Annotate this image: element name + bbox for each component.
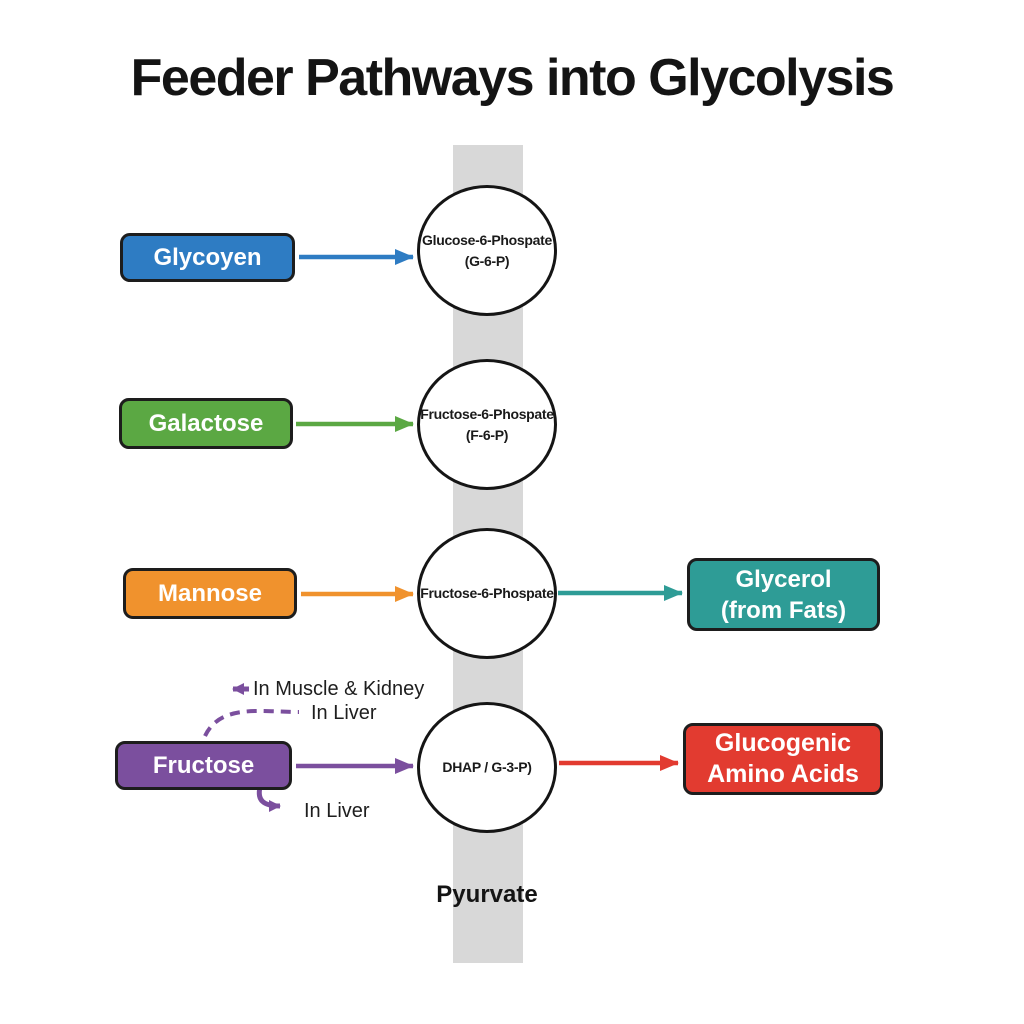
pathway-node-sublabel: (G-6-P) xyxy=(464,252,510,269)
node-glycerol-sublabel: (from Fats) xyxy=(720,596,847,624)
dashed-curve-in-liver xyxy=(203,708,300,737)
pathway-node-f6p-2: Fructose-6-Phospate xyxy=(417,528,557,659)
pathway-node-label: Glucose-6-Phospate xyxy=(422,231,552,248)
pathway-node-label: Fructose-6-Phospate xyxy=(420,585,554,601)
pathway-node-sublabel: (F-6-P) xyxy=(465,426,509,443)
node-glycerol-label: Glycerol xyxy=(735,565,832,593)
node-glycogen-label: Glycoyen xyxy=(153,243,262,271)
node-galactose-label: Galactose xyxy=(148,409,264,437)
pathway-node-dhap-g3p: DHAP / G-3-P) xyxy=(417,702,557,833)
pathway-node-g6p: Glucose-6-Phospate (G-6-P) xyxy=(417,185,557,316)
node-fructose: Fructose xyxy=(115,741,292,790)
pyruvate-label: Pyurvate xyxy=(436,881,538,908)
annotation-in-liver-top: In Liver xyxy=(311,702,377,724)
node-glycogen: Glycoyen xyxy=(120,233,295,282)
node-amino-sublabel: Amino Acids xyxy=(707,760,859,788)
node-mannose-label: Mannose xyxy=(157,579,262,607)
node-fructose-label: Fructose xyxy=(152,751,255,779)
node-amino-label: Glucogenic xyxy=(714,729,852,757)
pathway-node-f6p: Fructose-6-Phospate (F-6-P) xyxy=(417,359,557,490)
pathway-node-label: DHAP / G-3-P) xyxy=(442,759,532,775)
annotation-in-liver-bottom: In Liver xyxy=(304,800,370,822)
node-mannose: Mannose xyxy=(123,568,297,619)
node-glycerol: Glycerol (from Fats) xyxy=(687,558,880,631)
node-galactose: Galactose xyxy=(119,398,293,449)
diagram-title: Feeder Pathways into Glycolysis xyxy=(130,49,895,107)
annotation-in-muscle-kidney: In Muscle & Kidney xyxy=(253,678,425,700)
node-glucogenic-amino-acids: Glucogenic Amino Acids xyxy=(683,723,883,795)
pathway-node-label: Fructose-6-Phospate xyxy=(420,405,554,422)
